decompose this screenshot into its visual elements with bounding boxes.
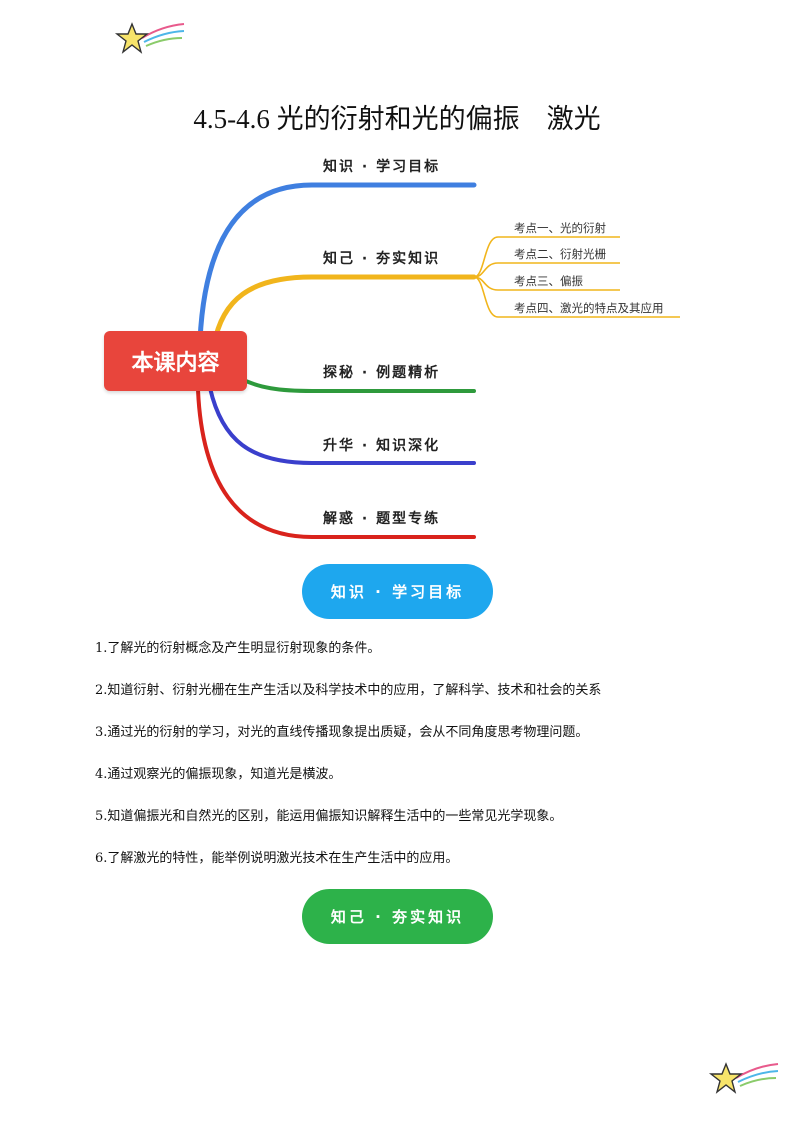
shooting-star-icon [708,1062,779,1094]
branch-line-5 [196,388,476,539]
sub-item-2: 考点二、衍射光栅 [514,247,606,261]
branch-line-1 [197,182,477,343]
objective-item-4: 4.通过观察光的偏振现象，知道光是横波。 [95,767,342,782]
section-pill-core-knowledge: 知己 · 夯实知识 [302,889,493,944]
branch-label-1: 知识 · 学习目标 [323,159,441,175]
objective-item-6: 6.了解激光的特性，能举例说明激光技术在生产生活中的应用。 [95,851,459,866]
objective-item-2: 2.知道衍射、衍射光栅在生产生活以及科学技术中的应用，了解科学、技术和社会的关系 [95,683,602,698]
sub-item-3: 考点三、偏振 [514,274,583,288]
sub-item-4: 考点四、激光的特点及其应用 [514,301,664,315]
branch-label-2: 知己 · 夯实知识 [323,251,441,267]
branch-label-3: 探秘 · 例题精析 [323,365,441,381]
sub-item-1: 考点一、光的衍射 [514,221,606,235]
mindmap-center-node: 本课内容 [104,331,247,391]
section-pill-learning-goals: 知识 · 学习目标 [302,564,493,619]
branch-label-5: 解惑 · 题型专练 [323,511,441,527]
branch-label-4: 升华 · 知识深化 [323,438,441,454]
objective-item-1: 1.了解光的衍射概念及产生明显衍射现象的条件。 [95,641,381,656]
page-title: 4.5-4.6 光的衍射和光的偏振 激光 [193,104,601,134]
shooting-star-icon [114,22,185,54]
mindmap-branches [196,182,680,539]
branch-line-4 [208,386,476,465]
branch-line-2 [211,274,477,348]
objective-item-5: 5.知道偏振光和自然光的区别，能运用偏振知识解释生活中的一些常见光学现象。 [95,809,563,824]
objective-item-3: 3.通过光的衍射的学习，对光的直线传播现象提出质疑，会从不同角度思考物理问题。 [95,725,589,740]
